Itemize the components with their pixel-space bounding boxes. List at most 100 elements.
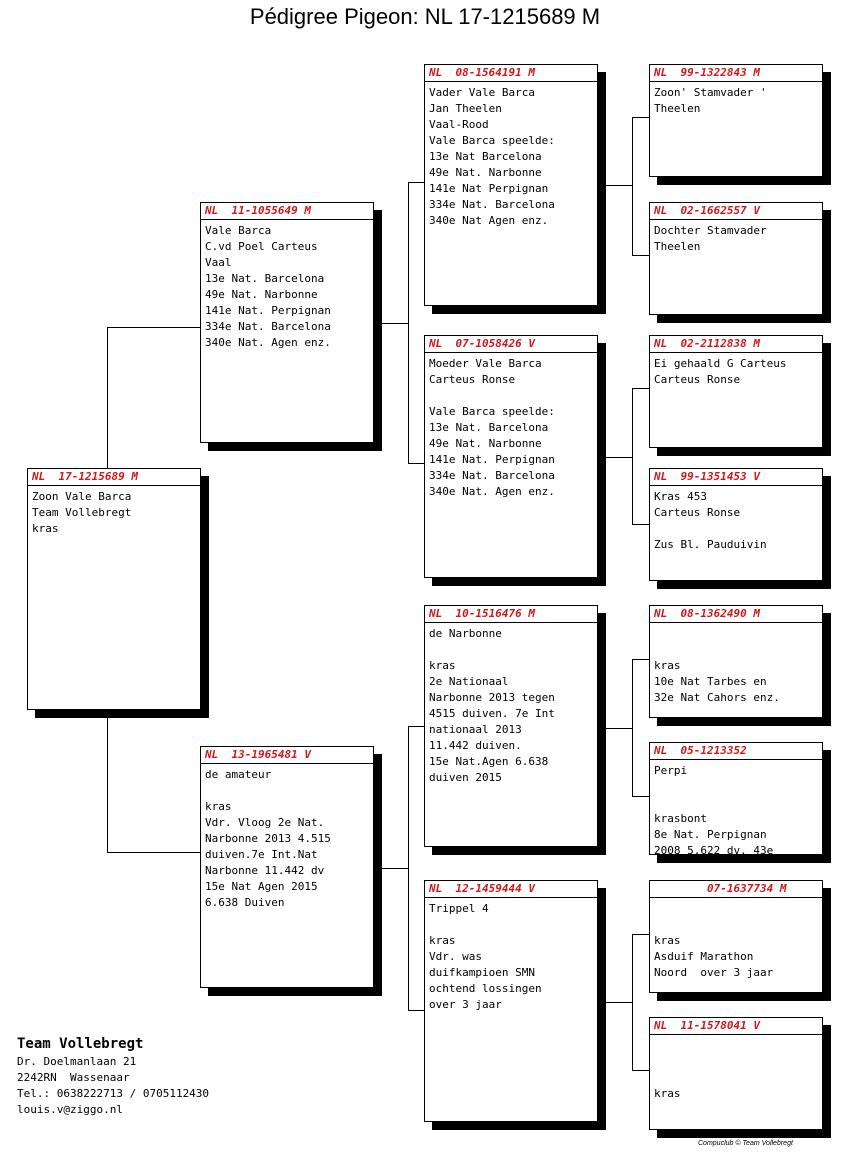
pigeon-detail-line: Zoon' Stamvader '	[654, 86, 767, 99]
pigeon-detail-line: duifkampioen SMN	[429, 966, 535, 979]
pigeon-detail-line: Trippel 4	[429, 902, 489, 915]
pigeon-detail-line	[654, 1070, 818, 1086]
ring-number: NL 08-1564191 M	[425, 65, 597, 82]
connector-line	[632, 388, 633, 524]
pigeon-detail-line: duiven 2015	[429, 771, 502, 784]
connector-line	[408, 182, 424, 183]
pigeon-detail-line: Carteus Ronse	[654, 373, 741, 386]
pigeon-detail-line: Kras 453	[654, 490, 707, 503]
connector-line	[107, 327, 201, 328]
ring-number: NL 11-1055649 M	[201, 203, 373, 220]
pigeon-detail-line: nationaal 2013	[429, 723, 522, 736]
pigeon-detail-line: Dochter Stamvader	[654, 224, 767, 237]
connector-line	[632, 934, 633, 1070]
connector-line	[107, 327, 108, 468]
pigeon-detail-line	[654, 1038, 818, 1054]
pigeon-detail-line	[654, 521, 818, 537]
pigeon-detail-line: C.vd Poel Carteus	[205, 240, 318, 253]
pigeon-detail-line	[654, 642, 818, 658]
pigeon-detail-line: 334e Nat. Barcelona	[205, 320, 331, 333]
pigeon-detail-line: Moeder Vale Barca	[429, 357, 542, 370]
pigeon-detail-line: Asduif Marathon	[654, 950, 754, 963]
pigeon-detail-line: Vader Vale Barca	[429, 86, 535, 99]
pigeon-detail-line: 2e Nationaal	[429, 675, 509, 688]
pigeon-detail-line: kras	[429, 659, 456, 672]
pigeon-detail-line: 340e Nat. Agen enz.	[429, 485, 555, 498]
connector-line	[381, 323, 408, 324]
pigeon-detail-line: 49e Nat. Narbonne	[429, 166, 542, 179]
pigeon-detail-line: 334e Nat. Barcelona	[429, 469, 555, 482]
connector-line	[408, 726, 424, 727]
pigeon-detail-line: Vdr. Vloog 2e Nat.	[205, 816, 325, 829]
pigeon-detail-line: krasbont	[654, 812, 707, 825]
pigeon-detail-line: Theelen	[654, 240, 701, 253]
pigeon-detail-line: de amateur	[205, 768, 272, 781]
connector-line	[632, 524, 649, 525]
pigeon-detail-line: 141e Nat. Perpignan	[205, 304, 331, 317]
pigeon-detail-line: kras	[429, 934, 456, 947]
pigeon-detail-line: Jan Theelen	[429, 102, 502, 115]
pigeon-detail-line: kras	[654, 659, 681, 672]
connector-line	[605, 457, 632, 458]
pigeon-detail-line: Theelen	[654, 102, 701, 115]
pigeon-detail-line: 13e Nat Barcelona	[429, 150, 542, 163]
ring-number: NL 17-1215689 M	[28, 469, 200, 486]
pigeon-detail-line: 10e Nat Tarbes en	[654, 675, 767, 688]
connector-line	[632, 659, 649, 660]
pigeon-detail-line: Perpi	[654, 764, 688, 777]
pigeon-details: kras	[654, 1038, 818, 1102]
connector-line	[107, 710, 108, 852]
pigeon-detail-line	[429, 642, 593, 658]
pigeon-detail-line	[205, 783, 369, 799]
connector-line	[632, 117, 649, 118]
connector-line	[605, 1002, 632, 1003]
connector-line	[408, 182, 409, 463]
connector-line	[605, 185, 632, 186]
pigeon-detail-line: 15e Nat.Agen 6.638	[429, 755, 549, 768]
connector-line	[381, 868, 408, 869]
pigeon-detail-line: kras	[205, 800, 232, 813]
pigeon-detail-line: Narbonne 11.442 dv	[205, 864, 325, 877]
pigeon-detail-line	[654, 1054, 818, 1070]
connector-line	[632, 1070, 649, 1071]
pigeon-detail-line: 15e Nat Agen 2015	[205, 880, 318, 893]
owner-postcode: 2242RN Wassenaar	[17, 1071, 130, 1084]
pigeon-detail-line: 340e Nat Agen enz.	[429, 214, 549, 227]
pigeon-detail-line: 4515 duiven. 7e Int	[429, 707, 555, 720]
ring-number: NL 11-1578041 V	[650, 1018, 822, 1035]
connector-line	[632, 388, 649, 389]
pigeon-detail-line: duiven.7e Int.Nat	[205, 848, 318, 861]
ring-number: NL 08-1362490 M	[650, 606, 822, 623]
pigeon-detail-line: ochtend lossingen	[429, 982, 542, 995]
pigeon-detail-line: 6.638 Duiven	[205, 896, 285, 909]
pigeon-detail-line	[429, 917, 593, 933]
pigeon-detail-line: Vdr. was	[429, 950, 482, 963]
ring-number: NL 13-1965481 V	[201, 747, 373, 764]
pigeon-detail-line	[654, 795, 818, 811]
pigeon-detail-line	[654, 626, 818, 642]
ring-number: NL 07-1058426 V	[425, 336, 597, 353]
pigeon-detail-line: 49e Nat. Narbonne	[205, 288, 318, 301]
pigeon-detail-line: 340e Nat. Agen enz.	[205, 336, 331, 349]
pigeon-detail-line: 8e Nat. Perpignan	[654, 828, 767, 841]
page-title: Pédigree Pigeon: NL 17-1215689 M	[249, 4, 601, 29]
ring-number: NL 02-1662557 V	[650, 203, 822, 220]
connector-line	[632, 934, 649, 935]
